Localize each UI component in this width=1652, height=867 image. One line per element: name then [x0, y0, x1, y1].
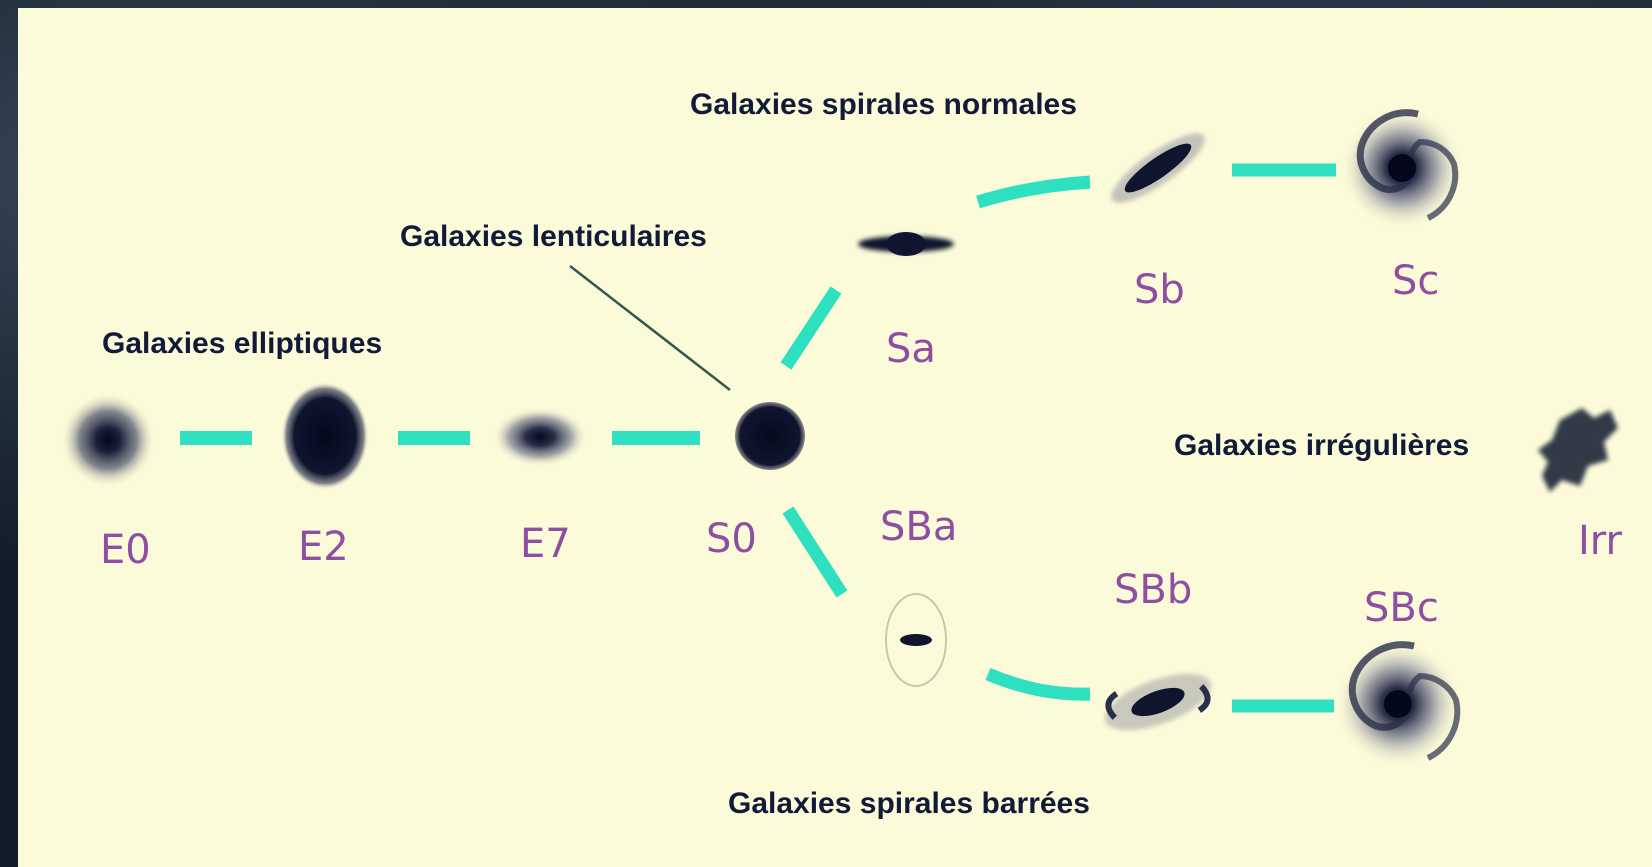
heading-elliptical: Galaxies elliptiques — [102, 327, 382, 360]
connectors — [180, 163, 1336, 713]
galaxy-s0-icon — [735, 402, 805, 470]
galaxy-e7-icon — [492, 407, 588, 467]
galaxy-sa-icon — [858, 232, 954, 256]
type-label-e2: E2 — [298, 524, 349, 570]
connector-sba-sbb — [985, 668, 1091, 701]
galaxy-e0-icon — [60, 392, 156, 488]
galaxy-sbb-icon — [1104, 673, 1212, 731]
type-label-s0: S0 — [706, 516, 757, 562]
galaxy-sba-icon — [885, 593, 947, 687]
galaxy-sb-icon — [1111, 133, 1205, 203]
type-label-sa: Sa — [886, 326, 936, 372]
type-label-sbc: SBc — [1364, 585, 1439, 631]
heading-spiral-normal: Galaxies spirales normales — [690, 88, 1077, 121]
connector-sa-sb — [976, 175, 1091, 209]
connector-s0-sa — [780, 286, 842, 370]
type-label-sc: Sc — [1392, 258, 1439, 304]
type-label-sbb: SBb — [1114, 567, 1192, 613]
heading-irregular: Galaxies irrégulières — [1174, 429, 1469, 462]
lenticular-pointer-line — [569, 265, 731, 391]
galaxy-sbc-icon — [1334, 640, 1462, 768]
connector-s0-sba — [782, 506, 848, 598]
galaxies — [60, 106, 1618, 768]
heading-spiral-barred: Galaxies spirales barrées — [728, 787, 1090, 820]
type-label-e7: E7 — [520, 521, 571, 567]
type-label-sba: SBa — [880, 504, 957, 550]
type-label-sb: Sb — [1134, 267, 1185, 313]
type-label-irr: Irr — [1578, 518, 1623, 564]
heading-lenticular: Galaxies lenticulaires — [400, 220, 707, 253]
type-label-e0: E0 — [100, 527, 151, 573]
galaxy-e2-icon — [281, 382, 369, 490]
galaxy-sc-icon — [1340, 106, 1464, 230]
galaxy-irr-icon — [1538, 408, 1618, 492]
